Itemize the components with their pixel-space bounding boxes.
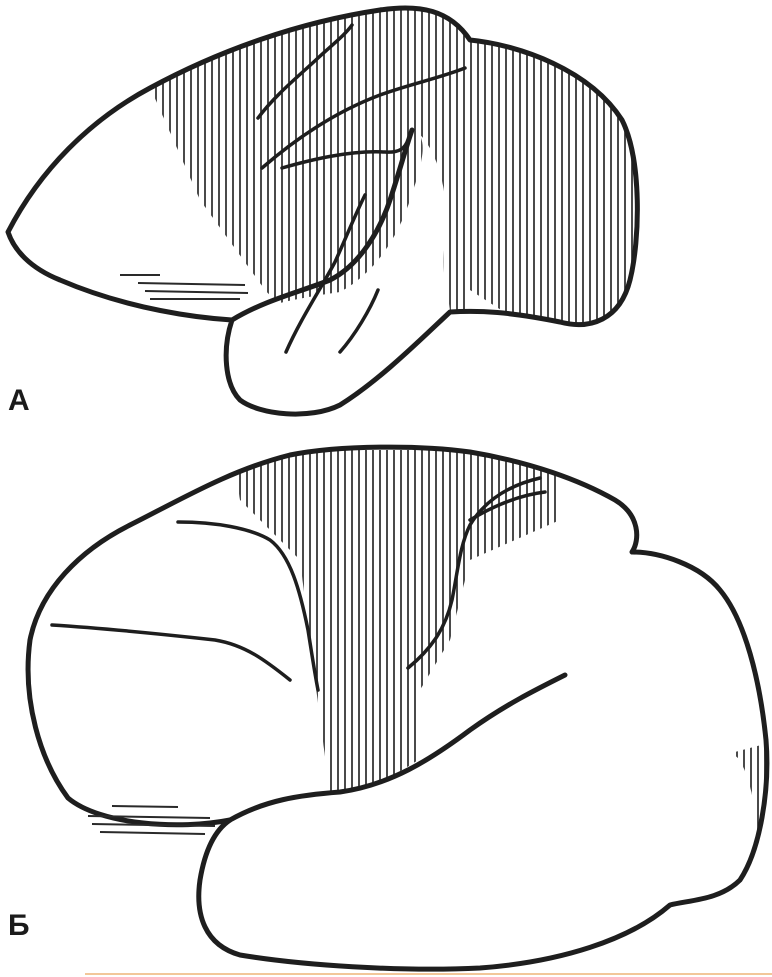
panel-a-hatch-posterior [470,40,660,340]
panel-b-temporal-lobe [199,675,755,969]
panel-a-orbital-lines [120,275,248,299]
panel-b-sulcus-2 [52,625,290,680]
panel-b-label: Б [8,909,30,942]
panel-b-drawing [28,447,772,969]
panel-a-drawing [8,0,660,414]
panel-b-orbital-lines [88,806,215,834]
panel-a-label: А [8,384,30,417]
